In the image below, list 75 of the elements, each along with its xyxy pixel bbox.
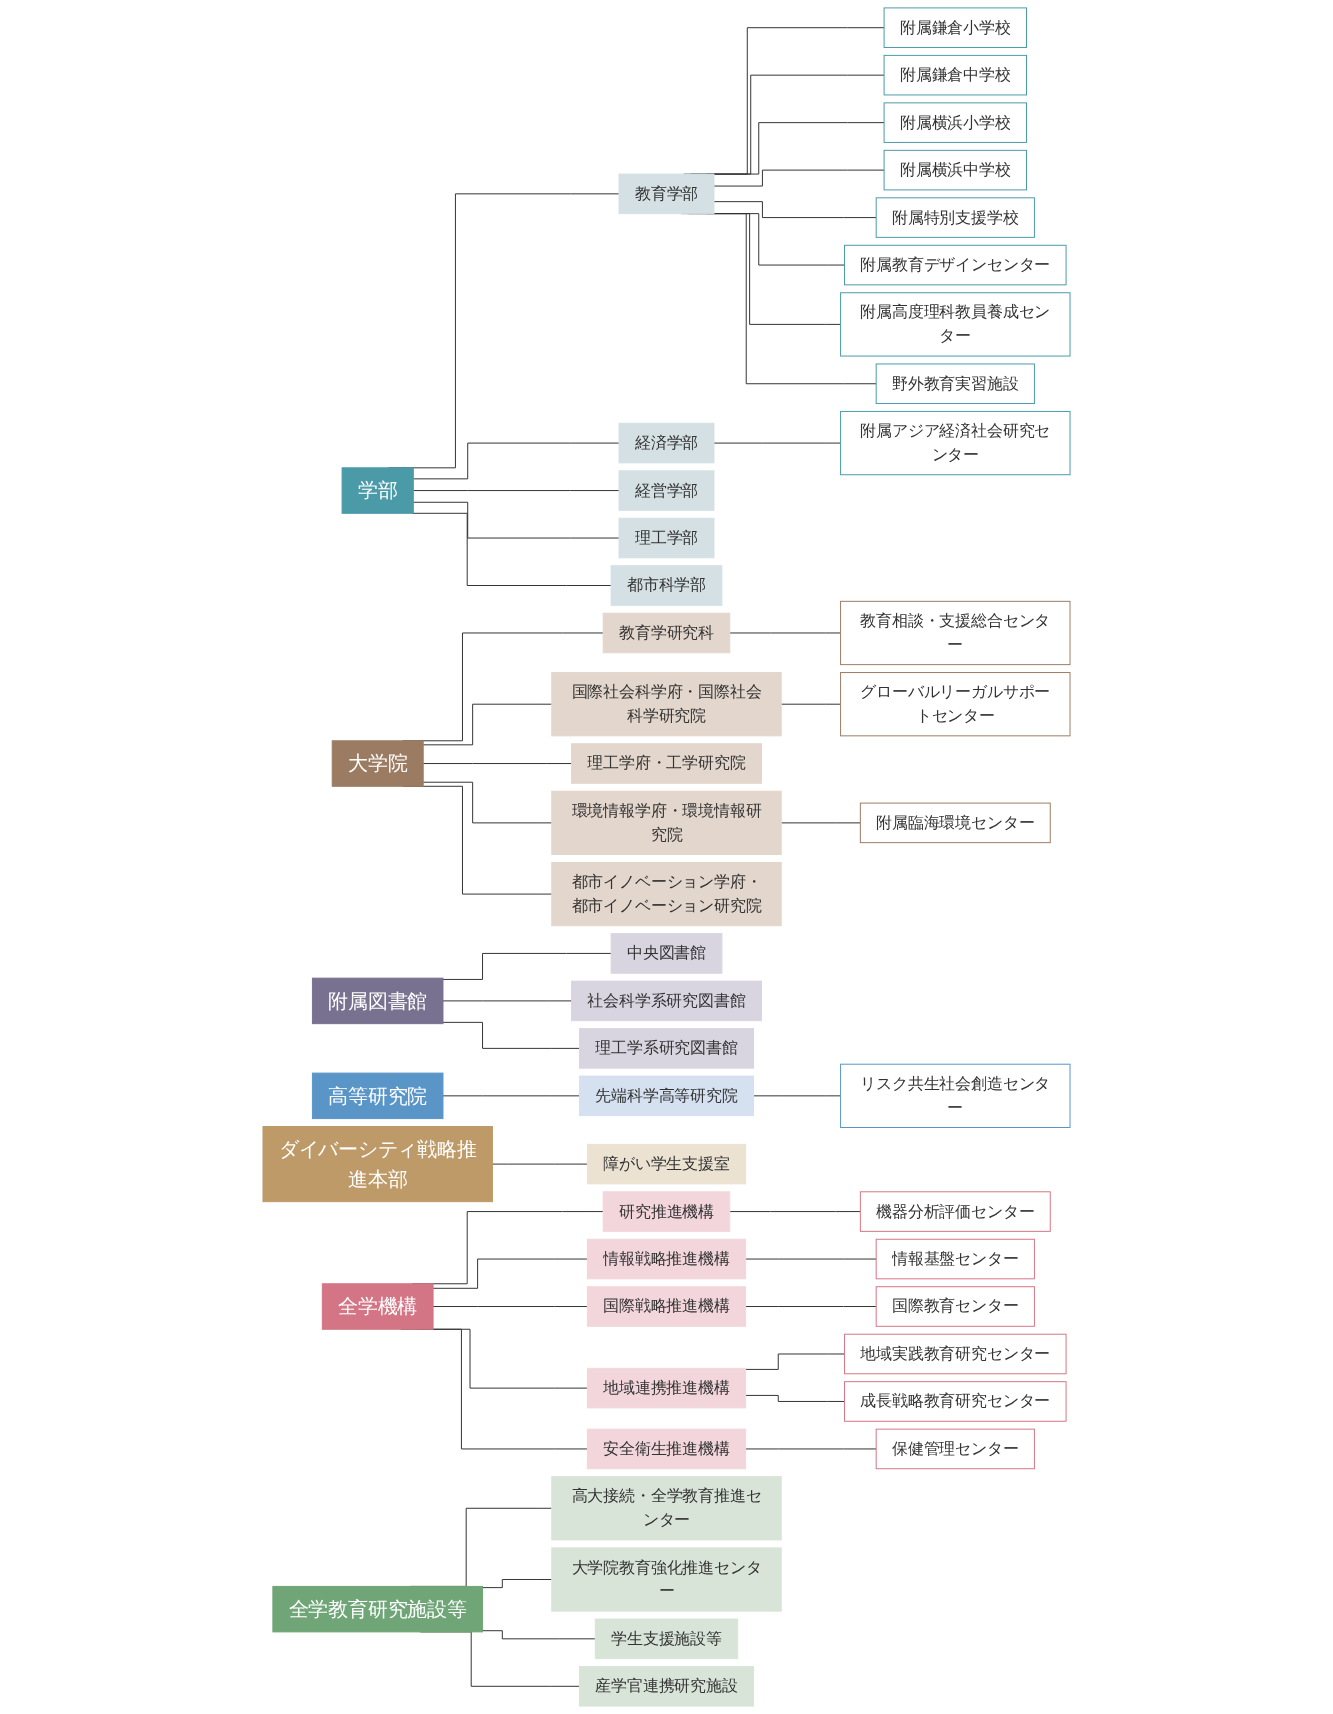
connector bbox=[432, 1306, 588, 1307]
node-box: 都市イノベーション学府・都市イノベーション研究院 bbox=[551, 861, 782, 927]
node-box: リスク共生社会創造センター bbox=[840, 1063, 1071, 1128]
connector bbox=[491, 1163, 588, 1165]
node-box: 附属アジア経済社会研究センター bbox=[840, 410, 1071, 476]
connector bbox=[780, 703, 842, 705]
connector bbox=[713, 169, 885, 187]
connector bbox=[412, 501, 620, 539]
node-box: 都市科学部 bbox=[610, 565, 723, 606]
node-box: 障がい学生支援室 bbox=[586, 1143, 747, 1185]
connector bbox=[745, 1394, 846, 1402]
node-box: 教育学部 bbox=[618, 173, 715, 215]
node-box: ダイバーシティ戦略推進本部 bbox=[262, 1126, 493, 1203]
connector bbox=[482, 1630, 596, 1640]
connector bbox=[422, 781, 553, 824]
node-box: 教育相談・支援総合センター bbox=[840, 600, 1071, 666]
node-box: 中央図書館 bbox=[610, 933, 723, 974]
connector bbox=[442, 952, 612, 980]
node-box: 理工学部 bbox=[618, 517, 715, 559]
node-box: グローバルリーガルサポートセンター bbox=[840, 672, 1071, 737]
node-box: 社会科学系研究図書館 bbox=[571, 980, 762, 1022]
node-box: 理工学系研究図書館 bbox=[578, 1028, 755, 1069]
node-box: 附属横浜小学校 bbox=[883, 102, 1027, 143]
node-box: 附属高度理科教員養成センター bbox=[840, 292, 1071, 357]
node-box: 学生支援施設等 bbox=[594, 1618, 739, 1660]
node-box: 産学官連携研究施設 bbox=[578, 1666, 755, 1707]
node-box: 地域連携推進機構 bbox=[586, 1367, 747, 1409]
node-box: 機器分析評価センター bbox=[859, 1191, 1051, 1232]
node-box: 附属鎌倉中学校 bbox=[883, 54, 1027, 96]
node-box: 経営学部 bbox=[618, 470, 715, 511]
node-box: 附属図書館 bbox=[311, 977, 444, 1025]
node-box: 国際社会科学府・国際社会科学研究院 bbox=[551, 672, 782, 737]
node-box: 環境情報学府・環境情報研究院 bbox=[551, 790, 782, 856]
node-box: 理工学府・工学研究院 bbox=[571, 743, 762, 784]
connector bbox=[442, 1000, 573, 1002]
node-box: 国際戦略推進機構 bbox=[586, 1286, 747, 1327]
node-box: 安全衛生推進機構 bbox=[586, 1428, 747, 1470]
node-box: 経済学部 bbox=[618, 422, 715, 464]
connector bbox=[412, 490, 620, 492]
node-box: 高大接続・全学教育推進センター bbox=[551, 1476, 782, 1541]
node-box: 地域実践教育研究センター bbox=[844, 1333, 1067, 1375]
node-box: 附属臨海環境センター bbox=[859, 802, 1051, 844]
connector bbox=[422, 703, 553, 746]
node-box: 情報基盤センター bbox=[875, 1238, 1035, 1280]
node-box: 保健管理センター bbox=[875, 1428, 1035, 1470]
connector bbox=[442, 1095, 580, 1097]
node-box: 成長戦略教育研究センター bbox=[844, 1381, 1067, 1422]
connector bbox=[432, 1258, 588, 1289]
node-box: 附属特別支援学校 bbox=[875, 197, 1035, 238]
node-box: 附属教育デザインセンター bbox=[844, 244, 1067, 286]
connector bbox=[729, 1211, 861, 1213]
connector bbox=[753, 1095, 842, 1097]
node-box: 国際教育センター bbox=[875, 1286, 1035, 1327]
node-box: 研究推進機構 bbox=[602, 1191, 731, 1232]
node-box: 大学院教育強化推進センター bbox=[551, 1547, 782, 1612]
connector bbox=[442, 1021, 580, 1049]
node-box: 全学機構 bbox=[321, 1283, 434, 1330]
connector bbox=[713, 201, 877, 219]
node-box: 学部 bbox=[341, 467, 414, 514]
connector bbox=[780, 822, 861, 824]
node-box: 野外教育実習施設 bbox=[875, 363, 1035, 405]
connector bbox=[713, 442, 842, 444]
connector bbox=[745, 1353, 846, 1370]
node-box: 附属鎌倉小学校 bbox=[883, 7, 1027, 48]
connector bbox=[745, 1306, 877, 1307]
node-box: 附属横浜中学校 bbox=[883, 149, 1027, 191]
node-box: 教育学研究科 bbox=[602, 612, 731, 654]
connector bbox=[422, 763, 573, 765]
node-box: 高等研究院 bbox=[311, 1072, 444, 1120]
node-box: 全学教育研究施設等 bbox=[272, 1585, 484, 1633]
connector bbox=[412, 442, 620, 480]
node-box: 情報戦略推進機構 bbox=[586, 1238, 747, 1280]
node-box: 大学院 bbox=[331, 740, 424, 787]
connector bbox=[482, 1579, 553, 1589]
node-box: 先端科学高等研究院 bbox=[578, 1075, 755, 1117]
